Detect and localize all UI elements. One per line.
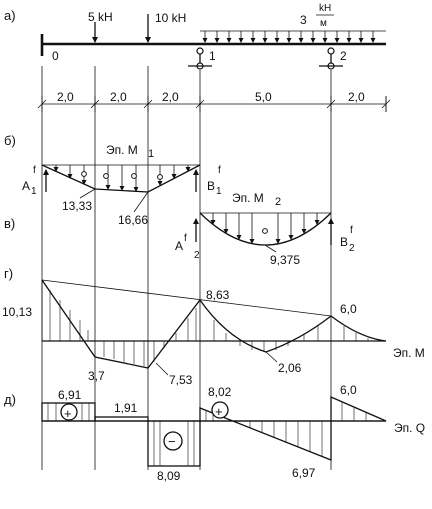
label-a: а) bbox=[4, 8, 16, 23]
support-label-0: 0 bbox=[52, 49, 59, 63]
point-load-label-1: 5 kH bbox=[88, 10, 113, 24]
point-load-label-2: 10 kH bbox=[155, 11, 186, 25]
dimension-3: 2,0 bbox=[162, 90, 179, 104]
m1-curve bbox=[41, 164, 201, 193]
dimension-2: 2,0 bbox=[110, 90, 127, 104]
shear-value-6: 6,0 bbox=[340, 383, 357, 397]
plus-sign-icon bbox=[211, 401, 229, 419]
distributed-load-arrows bbox=[202, 31, 376, 43]
shear-block-3 bbox=[147, 420, 201, 467]
shear-value-3: 8,09 bbox=[157, 469, 181, 483]
label-v: в) bbox=[4, 216, 15, 231]
support-label-1: 1 bbox=[209, 49, 216, 63]
m2-right-label: B bbox=[340, 235, 348, 249]
moment-value-4: 8,63 bbox=[206, 288, 230, 302]
shear-minus: − bbox=[168, 434, 176, 449]
shear-block-1 bbox=[41, 402, 96, 422]
moment-value-2: 3,7 bbox=[88, 369, 105, 383]
m1-left-label: A bbox=[22, 179, 30, 193]
moment-title: Эп. М bbox=[393, 346, 425, 360]
m1-title: Эп. М bbox=[106, 143, 138, 157]
distributed-load: 3 kH м bbox=[200, 3, 386, 43]
moment-value-5: 2,06 bbox=[278, 361, 302, 375]
m1-value-1: 13,33 bbox=[62, 199, 92, 213]
m1-right-sub: 1 bbox=[216, 186, 222, 197]
moment-reference-line-1 bbox=[41, 279, 332, 317]
m1-right-label: B bbox=[207, 179, 215, 193]
m1-title-sub: 1 bbox=[148, 148, 154, 160]
minus-sign-icon bbox=[163, 431, 183, 451]
hinge-support-1: 1 bbox=[188, 47, 216, 70]
shear-block-5 bbox=[330, 396, 387, 422]
m1-value-2: 16,66 bbox=[118, 213, 148, 227]
moment-leader-5 bbox=[265, 351, 278, 363]
shear-block-2 bbox=[94, 416, 149, 422]
label-b: б) bbox=[4, 133, 16, 148]
m1-leader-1 bbox=[79, 188, 96, 199]
q-unit-bottom: м bbox=[320, 18, 327, 29]
m2-title: Эп. М bbox=[232, 191, 264, 205]
m1-leader-2 bbox=[133, 191, 149, 213]
q-unit-top: kH bbox=[319, 3, 331, 14]
shear-block-4 bbox=[199, 407, 332, 461]
moment-leader-3 bbox=[155, 362, 169, 376]
shear-value-5: 6,97 bbox=[292, 466, 316, 480]
dimension-4: 5,0 bbox=[255, 90, 272, 104]
m2-hinge-marker bbox=[262, 228, 268, 234]
m1-hatch bbox=[53, 165, 191, 192]
m2-value: 9,375 bbox=[270, 253, 300, 267]
m2-left-sub: 2 bbox=[194, 250, 200, 261]
dimension-1: 2,0 bbox=[57, 90, 74, 104]
label-g: г) bbox=[4, 266, 13, 281]
m1-hinge-markers bbox=[81, 171, 163, 180]
m2-left-label: A bbox=[175, 239, 183, 253]
section-v-moment-m2: в) Эп. М 2 9,375 A 2 f B 2 f bbox=[4, 191, 355, 267]
m1-left-sup: f bbox=[33, 165, 36, 176]
moment-curve bbox=[41, 279, 387, 369]
point-load-5kn: 5 kH bbox=[88, 10, 113, 43]
section-a-beam-scheme: а) 0 5 kH 10 kH 3 kH м bbox=[4, 3, 391, 112]
moment-value-3: 7,53 bbox=[169, 373, 193, 387]
m2-curve bbox=[199, 212, 332, 246]
shear-value-1: 6,91 bbox=[58, 388, 82, 402]
point-load-10kn: 10 kH bbox=[145, 11, 186, 43]
m2-right-sub: 2 bbox=[349, 243, 355, 254]
dimension-line: 2,0 2,0 2,0 5,0 2,0 bbox=[37, 90, 391, 112]
moment-value-6: 6,0 bbox=[340, 302, 357, 316]
shear-title: Эп. Q bbox=[394, 421, 425, 435]
section-b-moment-m1: б) Эп. М 1 13,33 16,66 A 1 f bbox=[4, 133, 222, 227]
section-g-moment-diagram: г) bbox=[2, 266, 425, 387]
q-value: 3 bbox=[300, 13, 307, 27]
shear-value-2: 1,91 bbox=[114, 401, 138, 415]
hinge-support-2: 2 bbox=[319, 47, 347, 70]
m2-right-sup: f bbox=[350, 225, 353, 236]
m2-hatch bbox=[210, 213, 320, 244]
m2-leader bbox=[264, 244, 277, 253]
hinge-icon bbox=[196, 47, 204, 55]
m2-left-sup: f bbox=[184, 233, 187, 244]
hinge-icon bbox=[327, 47, 335, 55]
shear-value-4: 8,02 bbox=[208, 385, 232, 399]
support-label-2: 2 bbox=[340, 49, 347, 63]
shear-plus-2: + bbox=[215, 404, 223, 419]
moment-value-1: 10,13 bbox=[2, 305, 32, 319]
m1-right-sup: f bbox=[218, 165, 221, 176]
shear-plus-1: + bbox=[64, 406, 72, 421]
dimension-5: 2,0 bbox=[348, 90, 365, 104]
section-d-shear-diagram: д) + 6,91 1,91 − 8,09 bbox=[4, 383, 425, 483]
plus-sign-icon bbox=[60, 403, 78, 421]
m1-left-sub: 1 bbox=[31, 186, 37, 197]
m2-title-sub: 2 bbox=[275, 196, 281, 208]
label-d: д) bbox=[4, 392, 16, 407]
